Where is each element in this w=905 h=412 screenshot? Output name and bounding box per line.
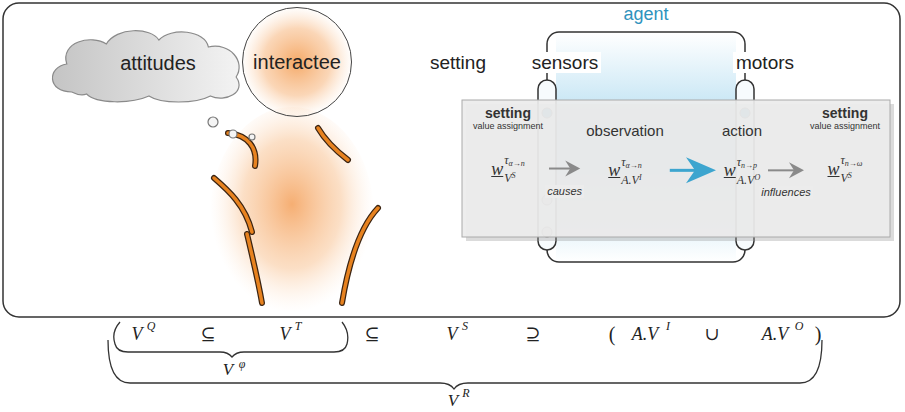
- subscript: A.V: [737, 173, 755, 187]
- box-heading: action: [722, 122, 762, 139]
- superscript-row: τα→n: [504, 151, 525, 168]
- subscript-index: O: [754, 173, 760, 182]
- math-symbol: ): [815, 324, 822, 344]
- connector-arrow: [549, 161, 580, 177]
- math-symbol: ⊆: [200, 325, 215, 343]
- connector-arrow: [670, 157, 716, 183]
- region-label: setting: [430, 53, 486, 72]
- region-label: sensors: [529, 52, 602, 73]
- bracket: [108, 322, 822, 389]
- process-box: actionwτn→pA.VO: [719, 121, 765, 188]
- formula-scripts: τn→pA.VO: [737, 153, 760, 187]
- math-index: S: [462, 320, 468, 332]
- subscript-index: S: [512, 171, 516, 180]
- math-symbol: V: [280, 325, 291, 343]
- math-index: R: [462, 387, 469, 399]
- superscript: τ: [621, 155, 625, 169]
- frame: [3, 3, 900, 317]
- subscript-row: A.VO: [737, 171, 760, 188]
- person-figure: [214, 128, 378, 303]
- formula-symbol: w: [724, 161, 736, 179]
- superscript: τ: [504, 153, 508, 167]
- superscript-index: α→n: [626, 161, 642, 170]
- arrowhead: [789, 162, 804, 178]
- thought-cloud: attitudes: [42, 22, 248, 104]
- subscript-index: S: [848, 171, 852, 180]
- superscript-index: n→p: [741, 161, 757, 170]
- subscript: A.V: [621, 173, 639, 187]
- formula-scripts: τα→nA.VI: [621, 153, 642, 187]
- subscript: V: [504, 171, 511, 185]
- thought-dots: [208, 117, 255, 140]
- process-box: settingvalue assignmentwτn→ωVS: [807, 104, 883, 187]
- connector-line: [768, 169, 794, 171]
- cloud-outline: [52, 31, 239, 102]
- body-glow: [210, 107, 374, 323]
- head-circle: interactee: [242, 7, 352, 117]
- formula-scripts: τn→ωVS: [841, 151, 863, 185]
- superscript-index: α→n: [509, 159, 525, 168]
- formula: wτα→nVS: [491, 151, 525, 185]
- formula-symbol: w: [828, 160, 840, 178]
- box-heading: setting: [485, 105, 531, 121]
- process-box: observationwτα→nA.VI: [583, 121, 667, 188]
- superscript-row: τn→p: [737, 153, 760, 170]
- box-subheading: value assignment: [810, 121, 880, 131]
- math-index: O: [795, 320, 804, 332]
- superscript-row: τα→n: [621, 153, 642, 170]
- subscript: V: [841, 171, 848, 185]
- arrowhead: [686, 157, 716, 183]
- formula-symbol: w: [608, 161, 620, 179]
- math-index: I: [666, 320, 670, 332]
- math-symbol: ⊆: [364, 325, 379, 343]
- superscript: τ: [737, 155, 741, 169]
- subscript-row: VS: [504, 169, 525, 186]
- connector-line: [549, 168, 570, 170]
- math-index: T: [295, 320, 302, 332]
- process-box: settingvalue assignmentwτα→nVS: [470, 104, 546, 187]
- math-symbol: ∪: [704, 325, 719, 343]
- connector-line: [670, 169, 695, 172]
- superscript-row: τn→ω: [841, 151, 863, 168]
- arrowhead: [565, 161, 580, 177]
- math-symbol: (: [609, 324, 616, 344]
- superscript-index: n→ω: [845, 159, 863, 168]
- box-heading: observation: [586, 122, 664, 139]
- box-subheading: value assignment: [473, 121, 543, 131]
- math-symbol: A.V: [762, 325, 789, 343]
- formula: wτn→pA.VO: [724, 153, 760, 187]
- subscript-row: A.VI: [621, 171, 642, 188]
- math-index: φ: [239, 358, 246, 370]
- math-symbol: ⊇: [525, 325, 540, 343]
- math-symbol: V: [223, 361, 233, 378]
- box-heading: setting: [822, 105, 868, 121]
- circle-label: interactee: [253, 51, 341, 74]
- panel: [462, 100, 890, 237]
- superscript: τ: [841, 153, 845, 167]
- formula: wτn→ωVS: [828, 151, 863, 185]
- cloud-label: attitudes: [120, 52, 196, 75]
- subscript-row: VS: [841, 169, 863, 186]
- math-symbol: V: [448, 392, 458, 409]
- formula: wτα→nA.VI: [608, 153, 642, 187]
- math-symbol: V: [132, 325, 143, 343]
- edge-label: causes: [545, 185, 584, 198]
- agent-heading: agent: [547, 4, 745, 25]
- formula-scripts: τα→nVS: [504, 151, 525, 185]
- edge-label: influences: [759, 186, 813, 199]
- math-index: Q: [147, 320, 156, 332]
- math-symbol: A.V: [632, 325, 659, 343]
- connector-arrow: [768, 162, 804, 178]
- math-symbol: V: [447, 325, 458, 343]
- head-glow: [241, 6, 353, 118]
- formula-symbol: w: [491, 160, 503, 178]
- subscript-index: I: [639, 173, 642, 182]
- region-label: motors: [733, 52, 797, 73]
